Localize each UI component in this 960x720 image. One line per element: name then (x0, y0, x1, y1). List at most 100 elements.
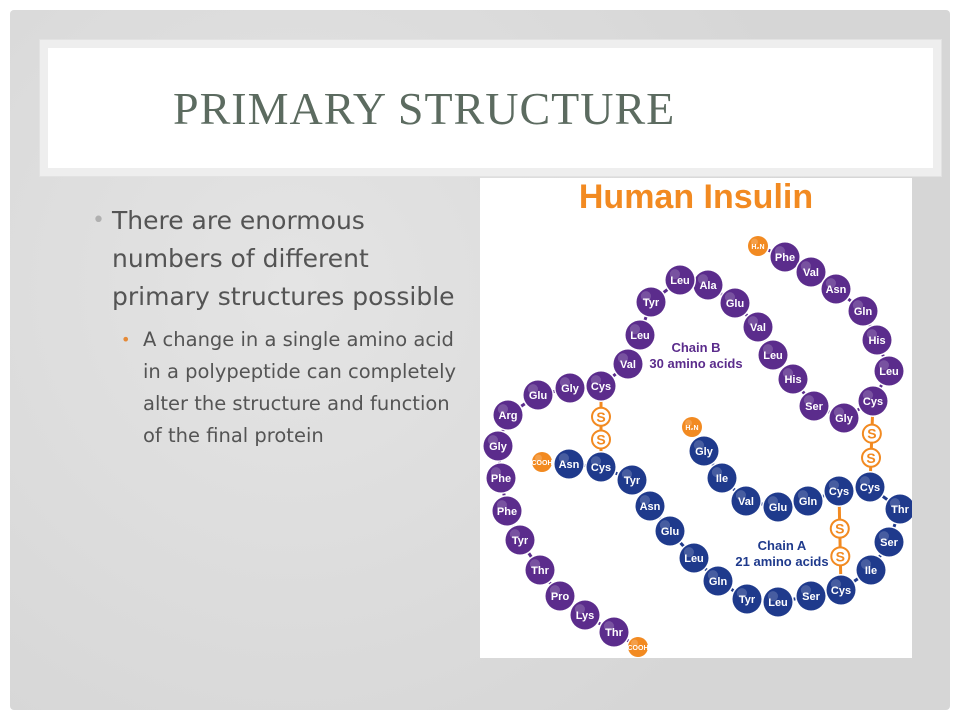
chain-b-residue: Asn (820, 273, 852, 305)
residue-shine (866, 329, 877, 340)
residue-bead (689, 436, 719, 466)
bullet-item-sub: • A change in a single amino acid in a p… (92, 324, 472, 452)
residues-layer: H₂NPheValAsnGlnHisLeuCysGlySerHisLeuValG… (482, 234, 912, 658)
residue-bead (532, 452, 552, 472)
residue-label: His (868, 335, 885, 347)
residue-label: Asn (559, 459, 580, 471)
residue-bead (635, 491, 665, 521)
residue-shine (669, 269, 680, 280)
chain-b-residue: Thr (524, 554, 556, 586)
residue-bead (858, 386, 888, 416)
bullet-dot-icon: • (92, 208, 105, 233)
residue-label: Ser (880, 537, 898, 549)
residue-label: Glu (529, 390, 547, 402)
residue-shine (529, 559, 540, 570)
residue-bead (763, 492, 793, 522)
residue-bead (758, 340, 788, 370)
chain-a-residue: COOH (530, 450, 554, 474)
sulfur-label: S (866, 450, 875, 466)
residue-shine (497, 404, 508, 415)
chain-b-residue: Phe (491, 495, 523, 527)
chain-a-residue: Glu (654, 515, 686, 547)
residue-bead (599, 617, 629, 647)
residue-bead (862, 325, 892, 355)
residue-bead (586, 452, 616, 482)
chain-b-residue: Leu (873, 355, 905, 387)
residue-shine (860, 559, 871, 570)
chain-a-residue: Tyr (616, 464, 648, 496)
chain-a-residue: Ile (855, 554, 887, 586)
chain-b-residue: Leu (624, 319, 656, 351)
chain-b-residue: COOH (626, 635, 650, 658)
residue-bead (793, 486, 823, 516)
residue-bead (545, 581, 575, 611)
residue-label: Cys (829, 486, 849, 498)
chain-b-residue: Val (612, 348, 644, 380)
residue-bead (617, 465, 647, 495)
sulfur-label: S (596, 409, 605, 425)
residue-bead (486, 463, 516, 493)
residue-bead (679, 543, 709, 573)
residue-bead (586, 371, 616, 401)
residue-bead (665, 265, 695, 295)
residue-bead (523, 380, 553, 410)
residue-bead (625, 320, 655, 350)
chain-a-residue: Cys (854, 471, 886, 503)
residue-shine (640, 291, 651, 302)
residue-bead (874, 527, 904, 557)
residue-shine (878, 360, 889, 371)
residue-label: Leu (670, 275, 690, 287)
residue-shine (735, 490, 746, 501)
residue-shine (527, 384, 538, 395)
residue-label: Pro (551, 591, 570, 603)
residue-label: Leu (630, 330, 650, 342)
residue-shine (889, 498, 900, 509)
residue-label: Thr (891, 504, 909, 516)
residue-label: Leu (768, 597, 788, 609)
residue-label: Gly (695, 446, 714, 458)
bullet-list: • There are enormous numbers of differen… (92, 202, 472, 452)
chain-b-residue: Arg (492, 399, 524, 431)
disulfide-sulfur-icon: S (861, 447, 882, 468)
residue-label: Phe (497, 506, 517, 518)
residue-label: H₂N (685, 425, 698, 432)
residue-label: Leu (879, 366, 899, 378)
residue-shine (711, 467, 722, 478)
residue-bead (824, 476, 854, 506)
residue-bead (570, 600, 600, 630)
residue-label: Glu (726, 298, 744, 310)
chain-b-residue: Gly (482, 430, 514, 462)
disulfide-sulfur-icon: S (861, 423, 882, 444)
chain-b-residue: Lys (569, 599, 601, 631)
residue-shine (683, 547, 694, 558)
residue-shine (685, 419, 692, 427)
residue-shine (639, 495, 650, 506)
residue-shine (767, 496, 778, 507)
residue-label: Val (750, 322, 766, 334)
residue-shine (825, 278, 836, 289)
residue-bead (628, 637, 648, 657)
residue-bead (796, 581, 826, 611)
residue-shine (751, 238, 758, 246)
residue-shine (617, 353, 628, 364)
residue-shine (833, 407, 844, 418)
residue-bead (554, 449, 584, 479)
figure-title: Human Insulin (579, 178, 813, 216)
chain-b-residue: Phe (769, 241, 801, 273)
disulfide-sulfur-icon: S (591, 406, 611, 427)
residue-label: Cys (863, 396, 883, 408)
residue-bead (856, 555, 886, 585)
chain-a-residue: Ser (795, 580, 827, 612)
residue-shine (724, 292, 735, 303)
residue-label: Cys (860, 482, 880, 494)
chain-b-residue: Val (795, 256, 827, 288)
residue-bead (492, 496, 522, 526)
chain-a-residue: Asn (553, 448, 585, 480)
residue-shine (621, 469, 632, 480)
residue-label: Gly (489, 441, 508, 453)
chain-a-residue: Ile (706, 462, 738, 494)
residue-shine (828, 480, 839, 491)
